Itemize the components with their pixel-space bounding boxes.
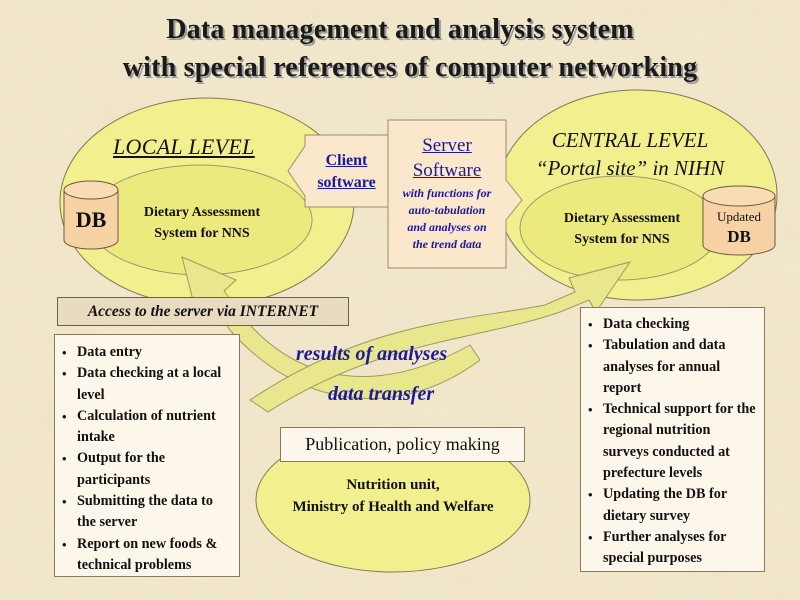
page-title-line1: Data management and analysis system	[166, 14, 634, 45]
local-db-cylinder	[63, 180, 119, 250]
central-db-label: Updated DB	[703, 208, 775, 248]
central-level-line2: “Portal site” in NIHN	[535, 156, 725, 180]
server-desc-line3: and analyses on	[407, 220, 487, 234]
local-task-item: Data entry	[55, 342, 235, 364]
central-level-line1: CENTRAL LEVEL	[551, 128, 709, 152]
central-task-item: Technical support for the regional nutri…	[581, 399, 759, 484]
central-db-cylinder	[702, 185, 776, 256]
local-tasks-box: Data entry Data checking at a local leve…	[54, 334, 240, 577]
client-software-label: Client software	[305, 150, 388, 194]
central-level-label: CENTRAL LEVEL “Portal site” in NIHN	[520, 126, 740, 182]
server-desc-line2: auto-tabulation	[408, 203, 486, 217]
ministry-line2: Ministry of Health and Welfare	[292, 499, 494, 515]
central-db-line2: DB	[727, 227, 751, 246]
access-internet-box: Access to the server via INTERNET	[57, 297, 349, 326]
central-task-item: Data checking	[581, 314, 759, 336]
server-title-line1: Server	[422, 135, 472, 156]
server-software-description: with functions for auto-tabulation and a…	[388, 185, 506, 253]
access-internet-label: Access to the server via INTERNET	[87, 303, 319, 320]
server-desc-line4: the trend data	[412, 237, 482, 251]
central-tasks-list: Data checking Tabulation and data analys…	[581, 314, 759, 570]
server-desc-line1: with functions for	[402, 186, 492, 200]
local-tasks-list: Data entry Data checking at a local leve…	[55, 342, 235, 576]
curved-arrow-to-central	[249, 261, 632, 413]
central-system-line2: System for NNS	[574, 232, 670, 247]
central-system-label: Dietary Assessment System for NNS	[540, 208, 704, 250]
central-tasks-box: Data checking Tabulation and data analys…	[580, 307, 765, 572]
central-system-line1: Dietary Assessment	[563, 211, 681, 226]
server-software-title: Server Software	[388, 133, 506, 183]
local-system-label: Dietary Assessment System for NNS	[122, 202, 282, 244]
results-of-analyses-label: results of analyses	[296, 343, 448, 365]
local-task-item: Output for the participants	[55, 448, 235, 491]
local-system-line1: Dietary Assessment	[143, 205, 261, 220]
ministry-label: Nutrition unit, Ministry of Health and W…	[256, 474, 530, 518]
local-task-item: Report on new foods & technical problems	[55, 534, 235, 577]
local-system-line2: System for NNS	[154, 226, 250, 241]
central-db-line1: Updated	[716, 209, 762, 224]
client-line2: software	[317, 174, 376, 191]
local-level-label: LOCAL LEVEL	[113, 134, 255, 159]
publication-box: Publication, policy making	[280, 427, 525, 462]
local-task-item: Submitting the data to the server	[55, 491, 235, 534]
server-software-arrow	[387, 119, 523, 269]
page-title-line2: with special references of computer netw…	[122, 52, 698, 83]
curved-arrow-to-local	[181, 256, 481, 400]
central-task-item: Further analyses for special purposes	[581, 527, 759, 570]
local-task-item: Data checking at a local level	[55, 363, 235, 406]
local-db-label: DB	[75, 207, 107, 232]
client-line1: Client	[325, 152, 368, 169]
data-transfer-label: data transfer	[328, 383, 435, 405]
central-task-item: Updating the DB for dietary survey	[581, 484, 759, 527]
publication-label: Publication, policy making	[305, 434, 500, 454]
local-task-item: Calculation of nutrient intake	[55, 406, 235, 449]
ministry-line1: Nutrition unit,	[346, 477, 440, 493]
server-title-line2: Software	[412, 160, 482, 181]
central-task-item: Tabulation and data analyses for annual …	[581, 335, 759, 399]
